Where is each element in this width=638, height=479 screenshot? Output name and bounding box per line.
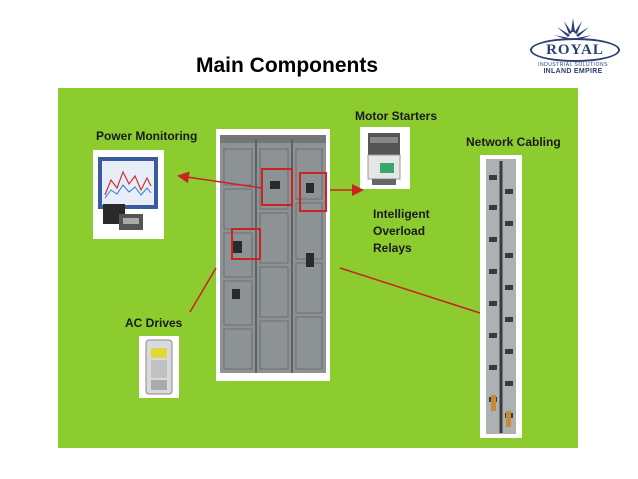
motor-starter-icon (367, 133, 401, 185)
logo-subtitle: INDUSTRIAL SOLUTIONS (538, 62, 608, 68)
ac-drive-icon (145, 339, 173, 395)
mcc-cabinet-image (216, 129, 330, 381)
power-monitoring-image (93, 150, 164, 239)
company-logo: ROYAL INDUSTRIAL SOLUTIONS INLAND EMPIRE (524, 16, 622, 78)
mcc-cabinet-icon (220, 135, 327, 373)
network-cabling-label: Network Cabling (466, 135, 561, 149)
intelligent-overload-relays-label: Intelligent Overload Relays (373, 206, 430, 257)
power-meter-icon (98, 157, 158, 230)
network-cabling-image (480, 155, 522, 438)
arrow-to-network-cabling (339, 267, 481, 314)
motor-starter-image (360, 127, 410, 189)
arrow-to-power-monitoring (177, 171, 263, 189)
power-monitoring-label: Power Monitoring (96, 129, 198, 143)
relay-label-line: Overload (373, 224, 426, 238)
motor-starters-label: Motor Starters (355, 109, 438, 123)
arrow-to-ac-drives (189, 267, 217, 313)
network-cable-icon (486, 159, 516, 434)
logo-wordmark: ROYAL (530, 38, 620, 62)
slide-title: Main Components (196, 54, 378, 77)
relay-label-line: Relays (373, 241, 412, 255)
relay-label-line: Intelligent (373, 207, 430, 221)
ac-drive-image (139, 336, 179, 398)
logo-region: INLAND EMPIRE (543, 68, 603, 75)
ac-drives-label: AC Drives (125, 316, 183, 330)
